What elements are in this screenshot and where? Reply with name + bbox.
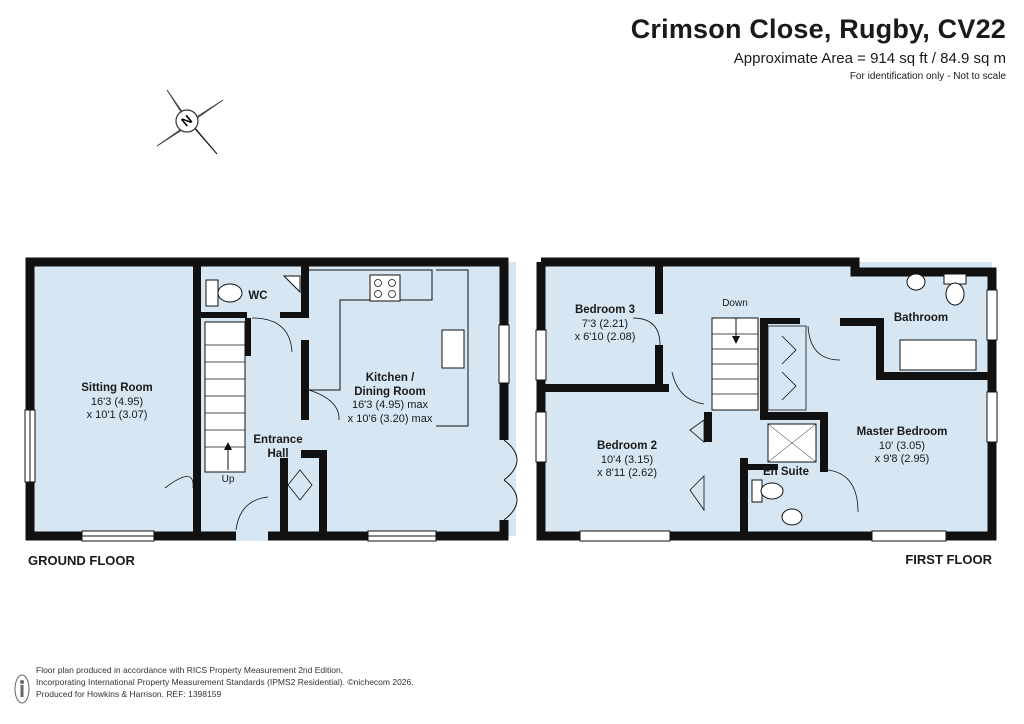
stairs-up-label: Up — [221, 474, 235, 485]
room-bedroom2-dim1: 10'4 (3.15) — [600, 453, 654, 466]
room-sitting: Sitting Room 16'3 (4.95) x 10'1 (3.07) — [81, 382, 153, 423]
footer-line-3: Produced for Howkins & Harrison. REF: 13… — [36, 689, 222, 699]
room-bedroom2-name: Bedroom 2 — [596, 440, 658, 452]
room-bedroom2: Bedroom 2 10'4 (3.15) x 8'11 (2.62) — [597, 440, 657, 481]
room-bedroom2-dim2: x 8'11 (2.62) — [597, 467, 657, 479]
room-bedroom3-name: Bedroom 3 — [574, 304, 636, 316]
room-master-name: Master Bedroom — [856, 426, 948, 438]
stairs-down-label: Down — [722, 298, 748, 309]
footer-credits: Floor plan produced in accordance with R… — [36, 664, 414, 700]
room-en-suite: En Suite — [763, 466, 809, 480]
footer-line-2: Incorporating International Property Mea… — [36, 677, 414, 687]
room-bedroom3: Bedroom 3 7'3 (2.21) x 6'10 (2.08) — [575, 304, 636, 345]
footer-line-1: Floor plan produced in accordance with R… — [36, 665, 344, 675]
room-kitchen-name1: Kitchen / — [365, 372, 415, 384]
room-wc-name: WC — [248, 290, 268, 302]
room-sitting-dim1: 16'3 (4.95) — [90, 395, 144, 408]
room-wc: WC — [248, 290, 267, 304]
room-hall-name1: Entrance — [253, 434, 303, 446]
room-master-bedroom: Master Bedroom 10' (3.05) x 9'8 (2.95) — [857, 426, 948, 467]
room-bedroom3-dim2: x 6'10 (2.08) — [574, 331, 636, 343]
first-floor-label: FIRST FLOOR — [905, 552, 992, 567]
room-bathroom: Bathroom — [894, 312, 948, 326]
room-kitchen: Kitchen / Dining Room 16'3 (4.95) max x … — [348, 372, 433, 426]
room-ensuite-name: En Suite — [762, 466, 810, 478]
plan-title: Crimson Close, Rugby, CV22 — [630, 14, 1006, 44]
room-kitchen-dim1: 16'3 (4.95) max — [351, 399, 429, 411]
room-bedroom3-dim1: 7'3 (2.21) — [581, 317, 629, 330]
accessibility-person-icon — [14, 674, 30, 704]
room-sitting-dim2: x 10'1 (3.07) — [86, 409, 148, 421]
compass-icon: N — [156, 89, 224, 155]
room-master-dim2: x 9'8 (2.95) — [874, 453, 930, 465]
scale-note: For identification only - Not to scale — [849, 71, 1006, 82]
area-summary: Approximate Area = 914 sq ft / 84.9 sq m — [733, 50, 1006, 67]
room-hall: Entrance Hall — [253, 434, 302, 461]
room-bathroom-name: Bathroom — [893, 312, 949, 324]
room-sitting-name: Sitting Room — [81, 382, 153, 394]
room-master-dim1: 10' (3.05) — [878, 439, 926, 452]
room-hall-name2: Hall — [267, 447, 289, 460]
room-kitchen-dim2: x 10'6 (3.20) max — [347, 412, 433, 425]
room-kitchen-name2: Dining Room — [354, 385, 426, 398]
ground-floor-label: GROUND FLOOR — [28, 553, 135, 568]
